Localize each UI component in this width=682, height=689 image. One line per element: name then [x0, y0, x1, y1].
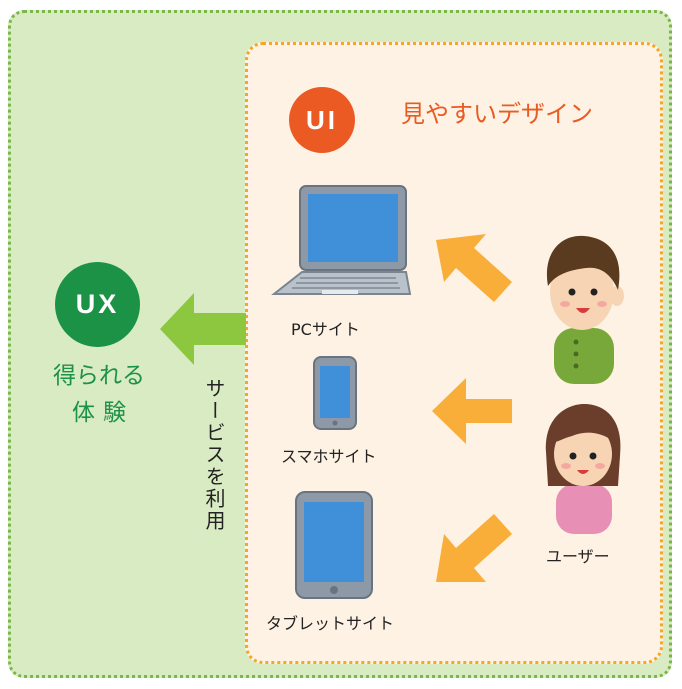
smartphone-site-label: スマホサイト	[281, 447, 377, 466]
ux-caption-line1: 得られる	[53, 363, 145, 389]
orange-arrow-icon	[432, 378, 512, 444]
female-user-icon	[545, 404, 621, 534]
tablet-site-label: タブレットサイト	[266, 614, 395, 633]
service-label: サービスを利用	[202, 378, 226, 532]
tablet-icon	[295, 491, 373, 599]
orange-arrow-icon	[436, 514, 512, 582]
male-user-icon	[546, 235, 624, 384]
pc-site-label: PCサイト	[291, 320, 360, 339]
ui-heading: 見やすいデザイン	[401, 100, 593, 128]
smartphone-icon	[313, 356, 357, 430]
laptop-icon	[271, 185, 412, 295]
orange-arrow-icon	[436, 234, 512, 302]
ux-badge: UX	[55, 262, 140, 347]
users-label: ユーザー	[546, 547, 610, 566]
green-arrow-icon	[160, 293, 246, 365]
ui-badge: UI	[289, 87, 355, 153]
ux-caption-line2: 体験	[72, 400, 134, 426]
